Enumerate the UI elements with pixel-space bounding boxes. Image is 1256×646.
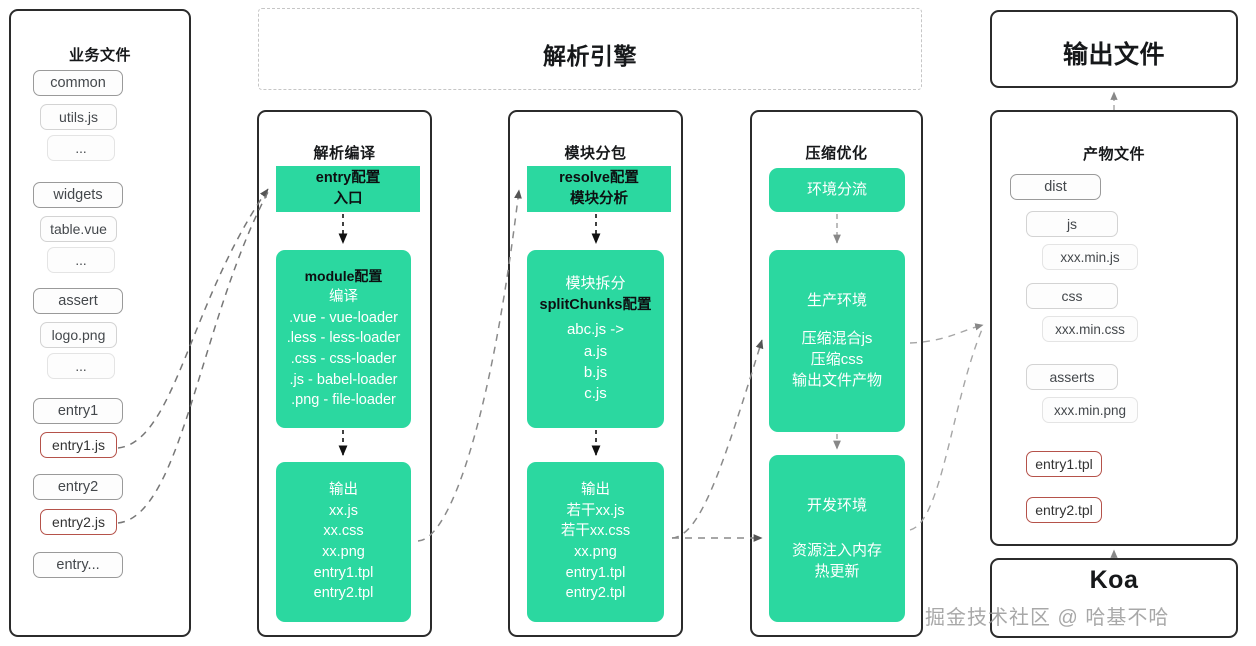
step-prod-env: 生产环境 压缩混合js 压缩css 输出文件产物 xyxy=(769,250,905,432)
step-dev-env-line-2: 资源注入内存 xyxy=(791,541,882,559)
step-split-chunks: 模块拆分 splitChunks配置 abc.js -> a.js b.js c… xyxy=(527,250,664,428)
source-files-title: 业务文件 xyxy=(68,47,131,64)
step-resolve-config: resolve配置 模块分析 xyxy=(527,166,671,212)
source-file-chip[interactable]: ... xyxy=(47,247,115,273)
step-module-config-line-4: .js - babel-loader xyxy=(289,371,398,388)
source-file-chip[interactable]: utils.js xyxy=(40,104,117,130)
step-split-chunks-subtitle: 模块拆分 xyxy=(565,275,626,293)
step-entry-config-heading: entry配置 xyxy=(315,170,381,187)
step-split-chunks-line-0: abc.js -> xyxy=(566,321,625,339)
step-module-config-line-3: .css - css-loader xyxy=(290,350,397,367)
output-files-title: 输出文件 xyxy=(1062,41,1165,69)
step-module-config-heading: module配置 xyxy=(304,268,383,285)
output-files-panel: 输出文件 xyxy=(990,10,1238,88)
source-file-chip[interactable]: ... xyxy=(47,353,115,379)
step-split-chunks-heading: splitChunks配置 xyxy=(539,296,652,313)
source-file-chip[interactable]: entry2 xyxy=(33,474,123,500)
step-prod-env-line-3: 压缩css xyxy=(810,351,864,368)
step-module-config: module配置 编译 .vue - vue-loader .less - le… xyxy=(276,250,411,428)
step-prod-env-line-0: 生产环境 xyxy=(806,292,867,310)
step-prod-env-line-4: 输出文件产物 xyxy=(791,372,882,390)
step-module-config-line-1: .vue - vue-loader xyxy=(289,309,398,326)
step-compile-output-line-2: xx.css xyxy=(323,523,364,540)
artifact-file-chip[interactable]: asserts xyxy=(1026,364,1118,390)
step-compile-output: 输出 xx.js xx.css xx.png entry1.tpl entry2… xyxy=(276,462,411,622)
artifact-file-chip[interactable]: xxx.min.png xyxy=(1042,397,1138,423)
step-module-config-line-0: 编译 xyxy=(329,289,358,306)
step-resolve-config-line-0: 模块分析 xyxy=(570,191,628,207)
source-file-chip[interactable]: common xyxy=(33,70,123,96)
step-compile-output-line-3: xx.png xyxy=(322,544,365,560)
step-chunk-output-line-3: xx.png xyxy=(574,544,617,560)
server-panel: Koa xyxy=(990,558,1238,638)
step-split-chunks-line-2: b.js xyxy=(583,363,608,381)
source-file-chip[interactable]: entry... xyxy=(33,552,123,578)
step-chunk-output-line-5: entry2.tpl xyxy=(565,585,626,602)
artifact-file-chip[interactable]: js xyxy=(1026,211,1118,237)
step-module-config-line-2: .less - less-loader xyxy=(286,330,401,347)
step-chunk-output-line-0: 输出 xyxy=(581,482,610,499)
source-file-chip[interactable]: entry2.js xyxy=(40,509,117,535)
server-panel-title: Koa xyxy=(1089,566,1139,594)
step-env-split: 环境分流 xyxy=(769,168,905,212)
step-resolve-config-heading: resolve配置 xyxy=(559,170,639,187)
source-file-chip[interactable]: entry1.js xyxy=(40,432,117,458)
stage-chunk-title: 模块分包 xyxy=(564,145,627,162)
source-file-chip[interactable]: logo.png xyxy=(40,322,117,348)
source-file-chip[interactable]: table.vue xyxy=(40,216,117,242)
engine-band-title: 解析引擎 xyxy=(543,43,637,69)
source-file-chip[interactable]: entry1 xyxy=(33,398,123,424)
step-dev-env-line-3: 热更新 xyxy=(814,563,860,581)
step-dev-env-line-0: 开发环境 xyxy=(806,496,867,514)
step-split-chunks-line-1: a.js xyxy=(583,342,608,360)
engine-band: 解析引擎 xyxy=(258,8,922,90)
step-prod-env-line-2: 压缩混合js xyxy=(801,329,873,347)
artifact-file-chip[interactable]: entry2.tpl xyxy=(1026,497,1102,523)
stage-minify-title: 压缩优化 xyxy=(805,145,868,162)
step-entry-config-line-0: 入口 xyxy=(333,191,363,207)
step-chunk-output-line-2: 若干xx.css xyxy=(560,523,631,540)
artifact-file-chip[interactable]: entry1.tpl xyxy=(1026,451,1102,477)
step-compile-output-line-0: 输出 xyxy=(329,482,358,499)
step-chunk-output-line-1: 若干xx.js xyxy=(566,502,625,519)
stage-compile-title: 解析编译 xyxy=(313,145,376,162)
artifact-files-title: 产物文件 xyxy=(1082,146,1145,163)
link-chunk-output-to-prod xyxy=(671,339,764,539)
source-file-chip[interactable]: ... xyxy=(47,135,115,161)
source-file-chip[interactable]: widgets xyxy=(33,182,123,208)
step-compile-output-line-4: entry1.tpl xyxy=(313,564,374,581)
step-chunk-output: 输出 若干xx.js 若干xx.css xx.png entry1.tpl en… xyxy=(527,462,664,622)
artifact-file-chip[interactable]: xxx.min.js xyxy=(1042,244,1138,270)
artifact-file-chip[interactable]: dist xyxy=(1010,174,1101,200)
artifact-file-chip[interactable]: xxx.min.css xyxy=(1042,316,1138,342)
artifact-file-chip[interactable]: css xyxy=(1026,283,1118,309)
source-file-chip[interactable]: assert xyxy=(33,288,123,314)
step-split-chunks-line-3: c.js xyxy=(584,385,607,403)
step-entry-config: entry配置 入口 xyxy=(276,166,420,212)
watermark-text: 掘金技术社区 @ 哈基不哈 xyxy=(925,607,1170,629)
step-compile-output-line-1: xx.js xyxy=(329,502,358,519)
step-env-split-line-0: 环境分流 xyxy=(806,181,867,199)
link-compile-output-to-resolve xyxy=(417,189,522,542)
step-module-config-line-5: .png - file-loader xyxy=(291,392,396,409)
step-chunk-output-line-4: entry1.tpl xyxy=(565,564,626,581)
step-dev-env: 开发环境 资源注入内存 热更新 xyxy=(769,455,905,622)
step-compile-output-line-5: entry2.tpl xyxy=(313,585,374,602)
